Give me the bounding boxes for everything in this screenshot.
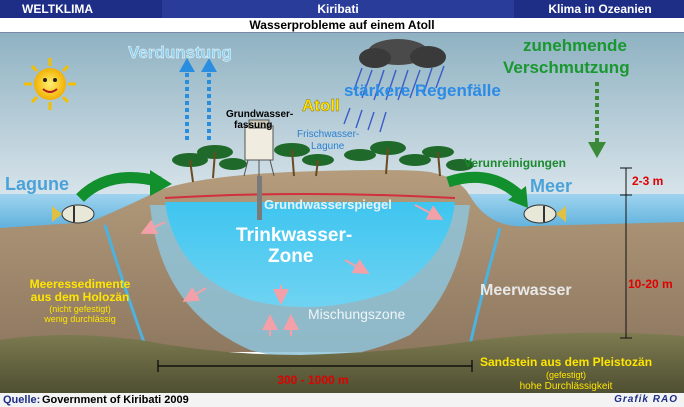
freshwater-lens <box>165 202 455 308</box>
label-meer: Meer <box>530 176 572 196</box>
palm-trees-icon <box>172 141 474 183</box>
label-verunreinigungen: Verunreinigungen <box>464 156 566 170</box>
header-center-cell: Kiribati <box>162 0 514 18</box>
sandstone-layer <box>0 332 684 393</box>
label-pleistozaen-line1: Sandstein aus dem Pleistozän <box>480 355 652 369</box>
label-lagune: Lagune <box>5 174 69 194</box>
label-pleistozaen-line3: hohe Durchlässigkeit <box>520 381 613 392</box>
header-right-label: Klima in Ozeanien <box>548 2 652 16</box>
label-holozaen-line3: (nicht gefestigt) <box>49 304 111 314</box>
label-depth-deep: 10-20 m <box>628 277 673 291</box>
label-frischwasser-line2: Lagune <box>311 141 345 152</box>
label-pleistozaen-line2: (gefestigt) <box>546 370 586 380</box>
diagram-subtitle: Wasserprobleme auf einem Atoll <box>0 18 684 33</box>
footer-source-label: Quelle: <box>3 394 41 406</box>
footer-credit: Grafik RAO <box>614 394 678 405</box>
label-trinkwasser-line1: Trinkwasser- <box>236 225 352 246</box>
header-center-label: Kiribati <box>317 2 359 16</box>
header-left-cell: WELTKLIMA <box>0 0 160 18</box>
label-width: 300 - 1000 m <box>277 373 348 387</box>
seam-left <box>103 224 147 346</box>
label-verdunstung: Verdunstung <box>128 43 232 62</box>
header-left-label: WELTKLIMA <box>22 2 94 16</box>
water-tower-icon <box>243 119 275 220</box>
pollution-arrow-icon <box>588 82 606 158</box>
label-grundwasserspiegel: Grundwasserspiegel <box>264 197 392 212</box>
lagoon-circulation-arrow-icon <box>76 170 172 203</box>
label-mischungszone: Mischungszone <box>308 306 405 322</box>
sea-circulation-arrow-icon <box>446 171 528 208</box>
header-bar: WELTKLIMA Kiribati Klima in Ozeanien <box>0 0 684 18</box>
rain-cloud-icon <box>343 39 446 133</box>
fish-left-icon <box>52 204 95 224</box>
footer-bar: Quelle: Government of Kiribati 2009 Graf… <box>0 393 684 407</box>
fish-right-icon <box>523 204 566 224</box>
label-grundwasserfassung-line2: fassung <box>234 120 272 131</box>
label-verschmutzung-line2: Verschmutzung <box>503 58 630 77</box>
label-trinkwasser-line2: Zone <box>268 246 313 267</box>
label-regenfaelle: stärkere Regenfälle <box>344 81 501 100</box>
header-right-cell: Klima in Ozeanien <box>516 0 684 18</box>
label-holozaen-line1: Meeressedimente <box>30 277 131 291</box>
label-depth-shallow: 2-3 m <box>632 174 663 188</box>
evaporation-arrows-icon <box>179 58 217 140</box>
label-holozaen-line4: wenig durchlässig <box>43 314 116 324</box>
label-verschmutzung-line1: zunehmende <box>523 36 627 55</box>
label-meerwasser: Meerwasser <box>480 282 572 299</box>
seam-right <box>468 227 502 346</box>
label-frischwasser-line1: Frischwasser- <box>297 129 359 140</box>
footer-source: Government of Kiribati 2009 <box>42 394 189 406</box>
label-atoll: Atoll <box>302 96 340 115</box>
groundwater-table-line <box>164 193 456 199</box>
depth-dimension-lines <box>620 167 632 339</box>
label-holozaen-line2: aus dem Holozän <box>31 290 130 304</box>
seepage-arrows-icon <box>140 204 444 336</box>
label-grundwasserfassung-line1: Grundwasser- <box>226 109 293 120</box>
width-dimension-line <box>157 360 473 372</box>
sun-icon <box>24 58 76 110</box>
